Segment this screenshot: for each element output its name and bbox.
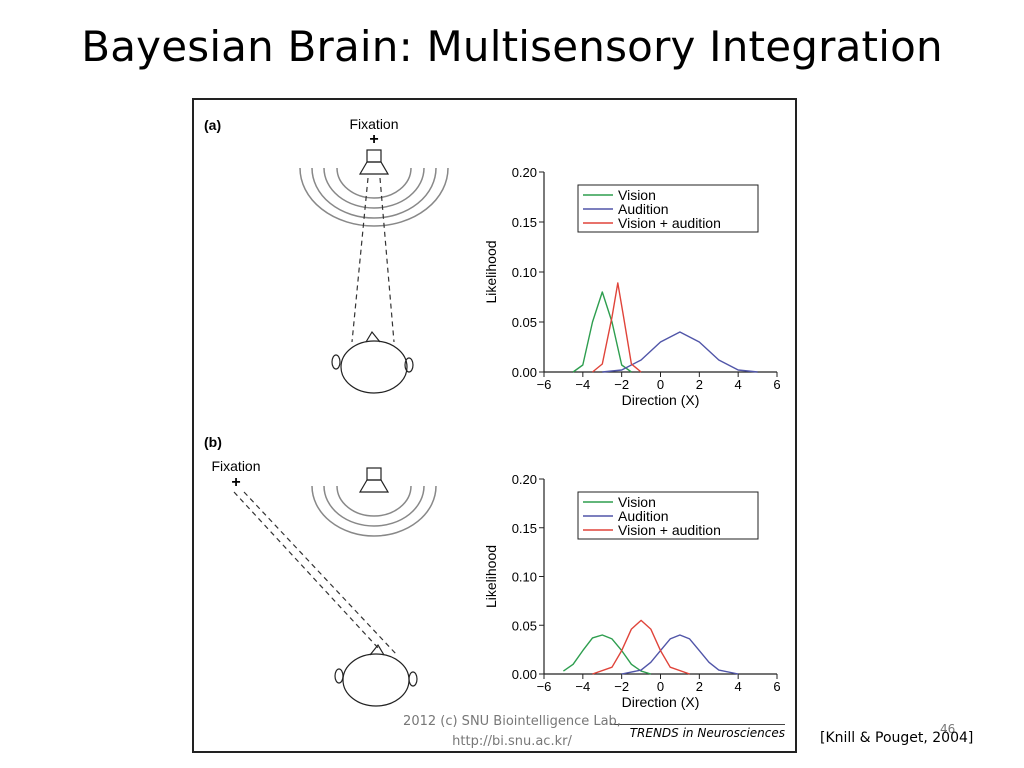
legend-label-vision-audition: Vision + audition [618, 215, 721, 231]
panel-a-fixation-cross: + [369, 131, 378, 148]
head-icon [331, 330, 414, 394]
panel-a: (a) Fixation + −6− [204, 116, 781, 408]
x-tick-label: 2 [696, 377, 703, 392]
x-tick-label: −6 [537, 377, 552, 392]
y-tick-label: 0.15 [512, 215, 537, 230]
series-line-vision-audition [592, 282, 642, 373]
x-tick-label: 0 [657, 377, 664, 392]
chart-panel-b: −6 −4 −2 0 2 4 6 0.00 0.05 0.10 0.15 0.20Direction … [483, 472, 781, 710]
y-tick-label: 0.10 [512, 570, 537, 585]
series-line-audition [602, 331, 758, 373]
x-tick-label: 6 [773, 679, 780, 694]
y-tick-label: 0.20 [512, 472, 537, 487]
x-tick-label: 4 [735, 377, 742, 392]
x-tick-label: −2 [614, 377, 629, 392]
gaze-lines [233, 491, 398, 656]
x-axis-label: Direction (X) [622, 694, 700, 710]
series-line-audition [621, 634, 739, 675]
citation: [Knill & Pouget, 2004] [820, 730, 974, 746]
panel-b-fixation-cross: + [231, 474, 240, 491]
slide-title: Bayesian Brain: Multisensory Integration [81, 22, 943, 71]
footer-line-2: http://bi.snu.ac.kr/ [452, 734, 572, 749]
y-tick-label: 0.05 [512, 315, 537, 330]
series-line-vision [572, 291, 632, 373]
journal-credit: TRENDS in Neurosciences [610, 724, 785, 740]
gaze-lines [351, 177, 395, 343]
series-line-vision-audition [592, 619, 690, 675]
y-tick-label: 0.20 [512, 165, 537, 180]
y-tick-label: 0.10 [512, 265, 537, 280]
x-tick-label: −6 [537, 679, 552, 694]
panel-b-label: (b) [204, 434, 222, 450]
page-number: 46 [940, 722, 956, 736]
legend-label-vision: Vision [618, 187, 656, 203]
legend-label-vision: Vision [618, 494, 656, 510]
x-tick-label: −2 [614, 679, 629, 694]
y-axis-label: Likelihood [483, 545, 499, 608]
figure-canvas: (a) Fixation + −6− [204, 116, 781, 710]
legend-label-vision-audition: Vision + audition [618, 522, 721, 538]
x-axis-label: Direction (X) [622, 392, 700, 408]
x-tick-label: 6 [773, 377, 780, 392]
x-tick-label: −4 [575, 679, 590, 694]
x-tick-label: 4 [735, 679, 742, 694]
chart-panel-a: −6 −4 −2 0 2 4 6 0.00 0.05 0.10 0.15 0.20Direction … [483, 165, 781, 408]
head-icon [334, 643, 418, 707]
y-tick-label: 0.00 [512, 667, 537, 682]
panel-b-fixation-label: Fixation [211, 458, 260, 474]
x-tick-label: 2 [696, 679, 703, 694]
footer-line-1: 2012 (c) SNU Biointelligence Lab, [403, 714, 621, 729]
x-tick-label: 0 [657, 679, 664, 694]
y-axis-label: Likelihood [483, 240, 499, 303]
x-tick-label: −4 [575, 377, 590, 392]
sound-waves-icon [311, 485, 437, 537]
y-tick-label: 0.05 [512, 618, 537, 633]
legend-label-audition: Audition [618, 201, 669, 217]
series-line-vision [562, 634, 652, 675]
y-tick-label: 0.00 [512, 365, 537, 380]
speaker-icon [358, 467, 390, 493]
figure-frame: (a) Fixation + −6− [192, 98, 797, 753]
panel-a-fixation-label: Fixation [349, 116, 398, 132]
footer: 2012 (c) SNU Biointelligence Lab, http:/… [352, 712, 672, 752]
speaker-icon [358, 149, 390, 175]
y-tick-label: 0.15 [512, 521, 537, 536]
panel-a-label: (a) [204, 117, 221, 133]
sound-waves-icon [299, 167, 449, 227]
legend-label-audition: Audition [618, 508, 669, 524]
